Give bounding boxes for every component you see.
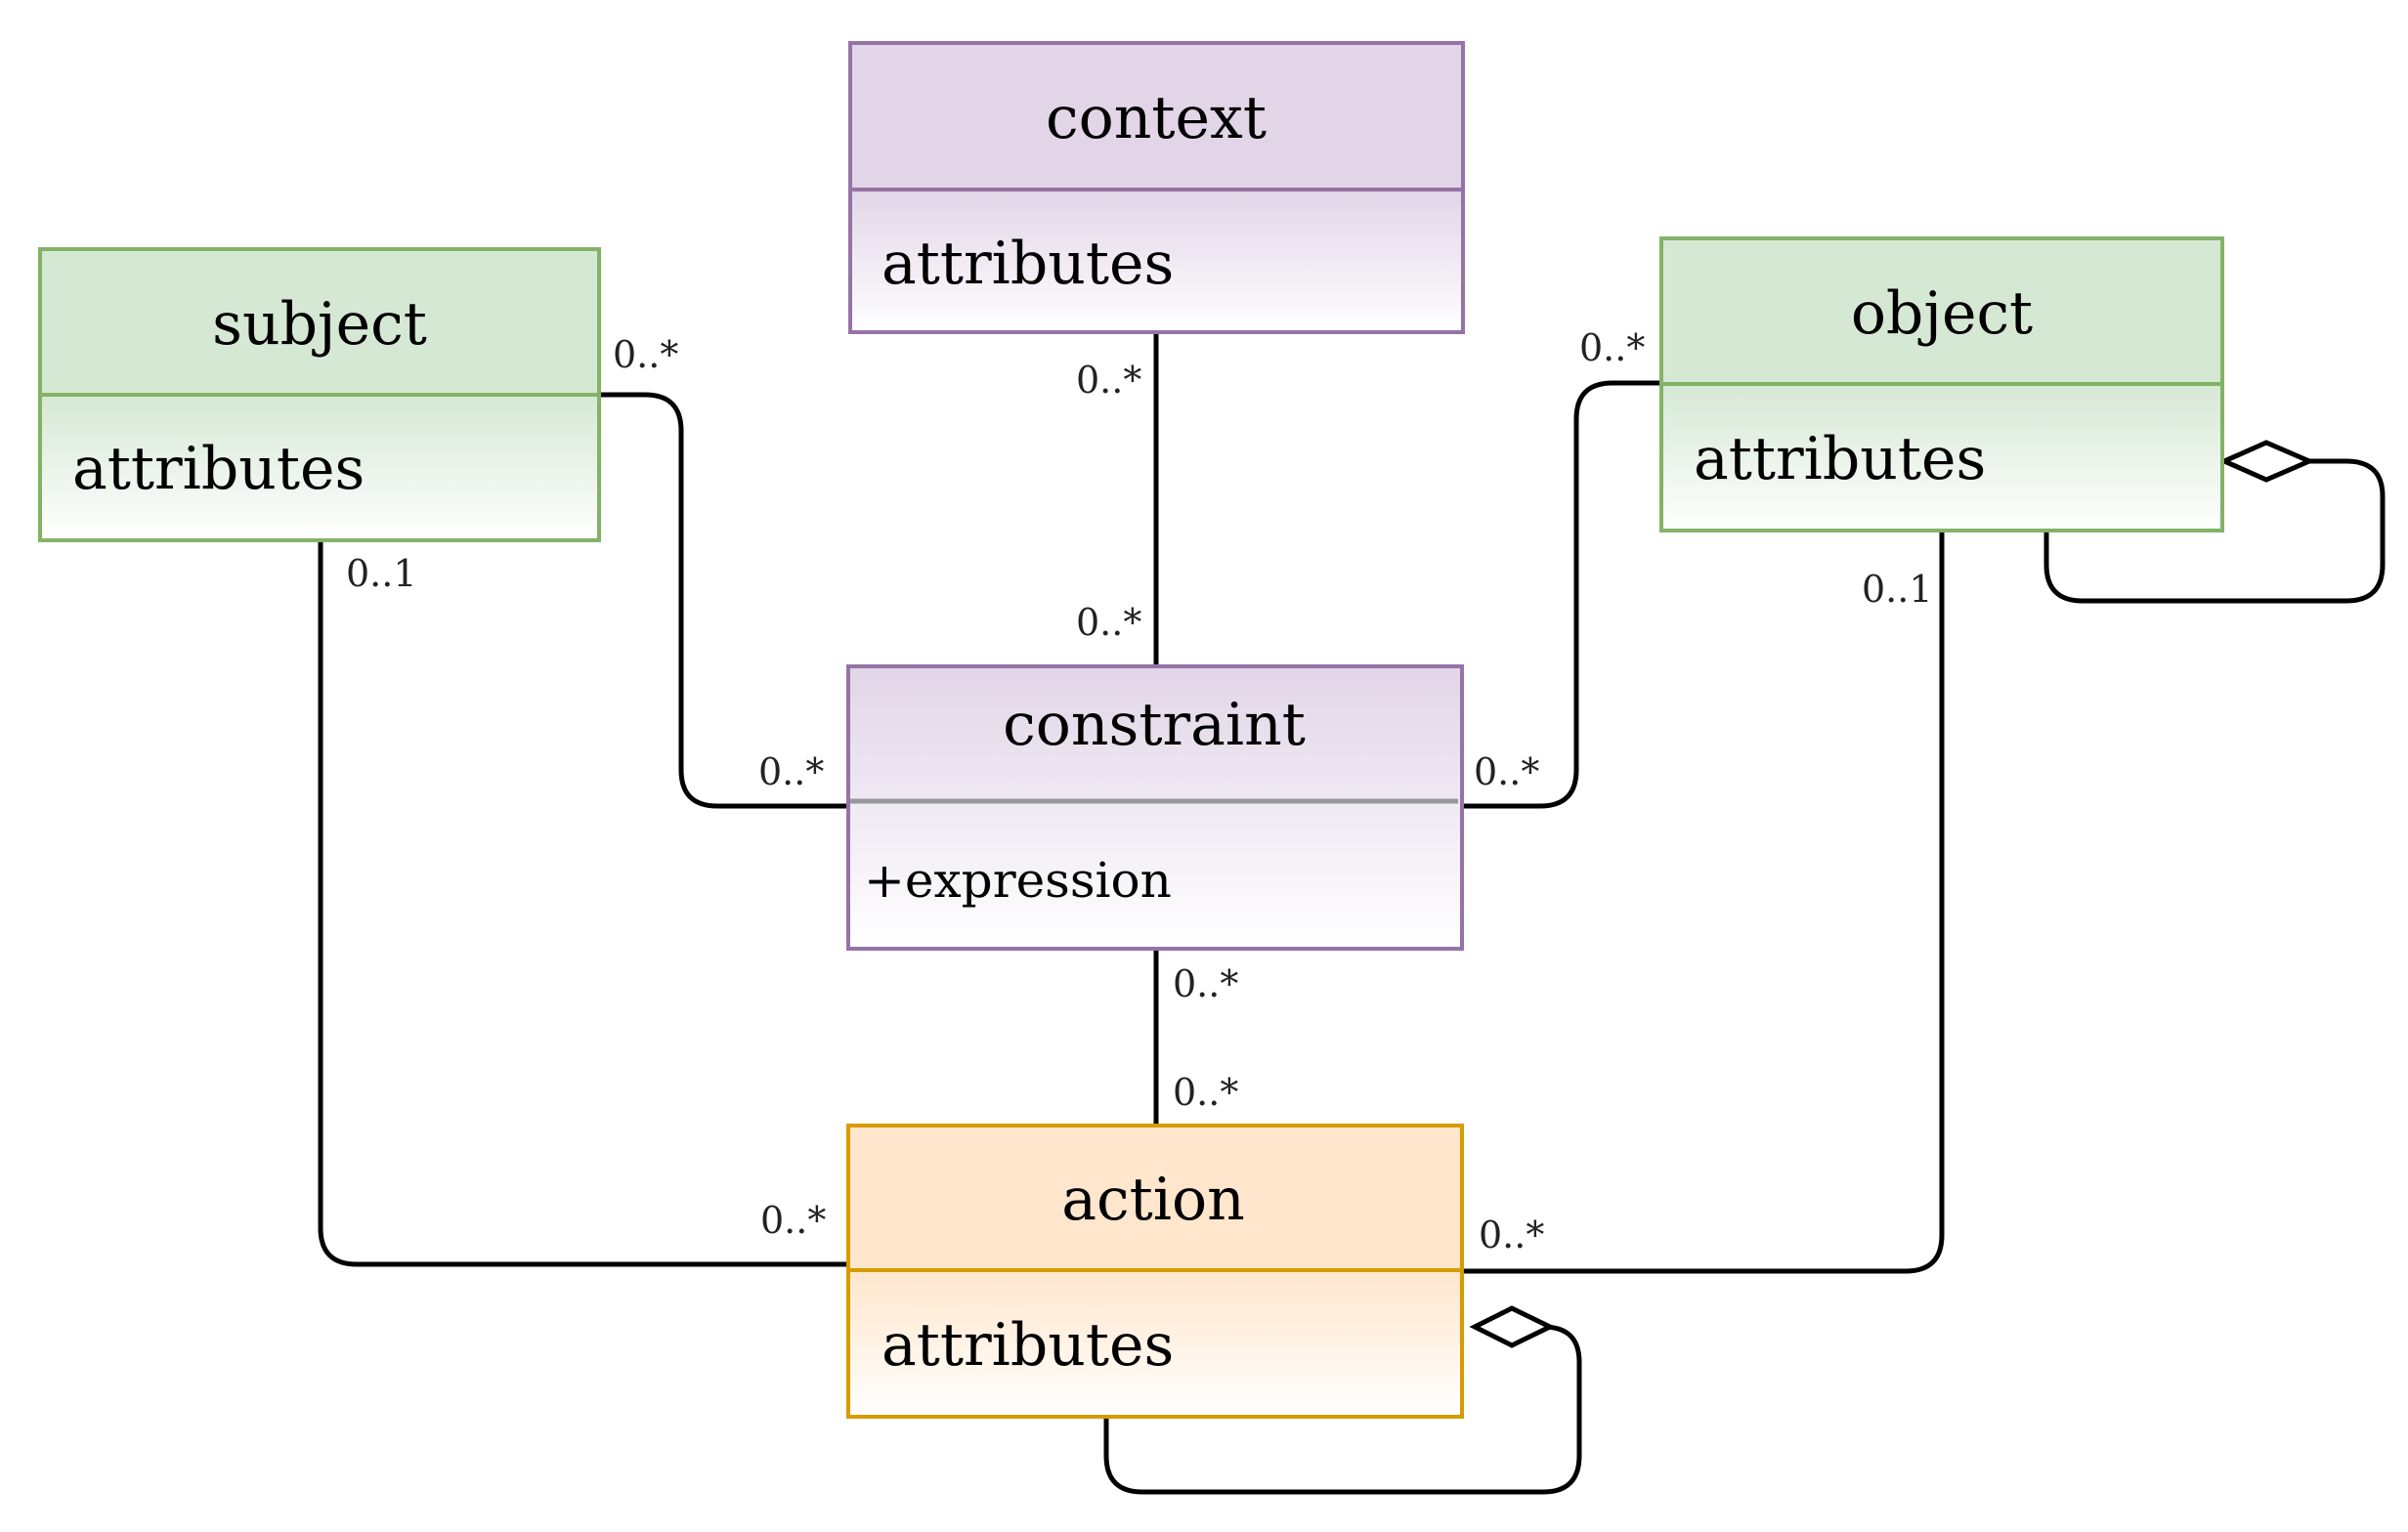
action-aggregation-diamond-icon [1469,1305,1556,1348]
context-title: context [1046,84,1267,152]
subject-attributes: attributes [72,435,365,503]
object-attributes: attributes [1694,425,1986,493]
edge-object-constraint[interactable] [1462,380,1661,809]
subject-title: subject [212,290,427,359]
association-edges [318,332,2386,1495]
mult-object-action-object-end: 0..1 [1862,568,1933,611]
mult-object-constraint-constraint-end: 0..* [1474,750,1539,793]
action-attributes: attributes [882,1311,1174,1380]
mult-context-constraint-constraint-end: 0..* [1076,601,1141,644]
mult-context-constraint-context-end: 0..* [1076,359,1141,402]
constraint-expression: +expression [864,852,1172,909]
mult-subject-action-subject-end: 0..1 [346,552,417,595]
context-attributes: attributes [882,230,1174,298]
edge-subject-action[interactable] [318,540,848,1267]
mult-constraint-action-constraint-end: 0..* [1173,962,1238,1005]
class-context[interactable]: context attributes [848,41,1465,334]
class-subject[interactable]: subject attributes [38,247,601,542]
edge-action-self[interactable] [1103,1324,1582,1495]
edge-object-self[interactable] [2043,458,2386,604]
class-action[interactable]: action attributes [846,1124,1464,1419]
mult-constraint-action-action-end: 0..* [1173,1071,1238,1114]
edge-object-action[interactable] [1462,531,1945,1274]
mult-subject-constraint-subject-end: 0..* [613,333,678,376]
object-aggregation-diamond-icon [2217,440,2316,483]
action-title: action [1061,1166,1244,1234]
object-title: object [1851,279,2033,348]
mult-object-constraint-object-end: 0..* [1579,326,1645,369]
multiplicity-labels: 0..* 0..* 0..* 0..* 0..* 0..* 0..* 0..* … [346,326,1933,1256]
edge-subject-constraint[interactable] [599,392,848,809]
mult-object-action-action-end: 0..* [1479,1213,1544,1256]
mult-subject-constraint-constraint-end: 0..* [758,750,824,793]
constraint-title: constraint [1003,691,1306,759]
mult-subject-action-action-end: 0..* [760,1199,826,1242]
class-constraint[interactable]: constraint +expression [846,664,1464,951]
class-object[interactable]: object attributes [1659,236,2224,532]
